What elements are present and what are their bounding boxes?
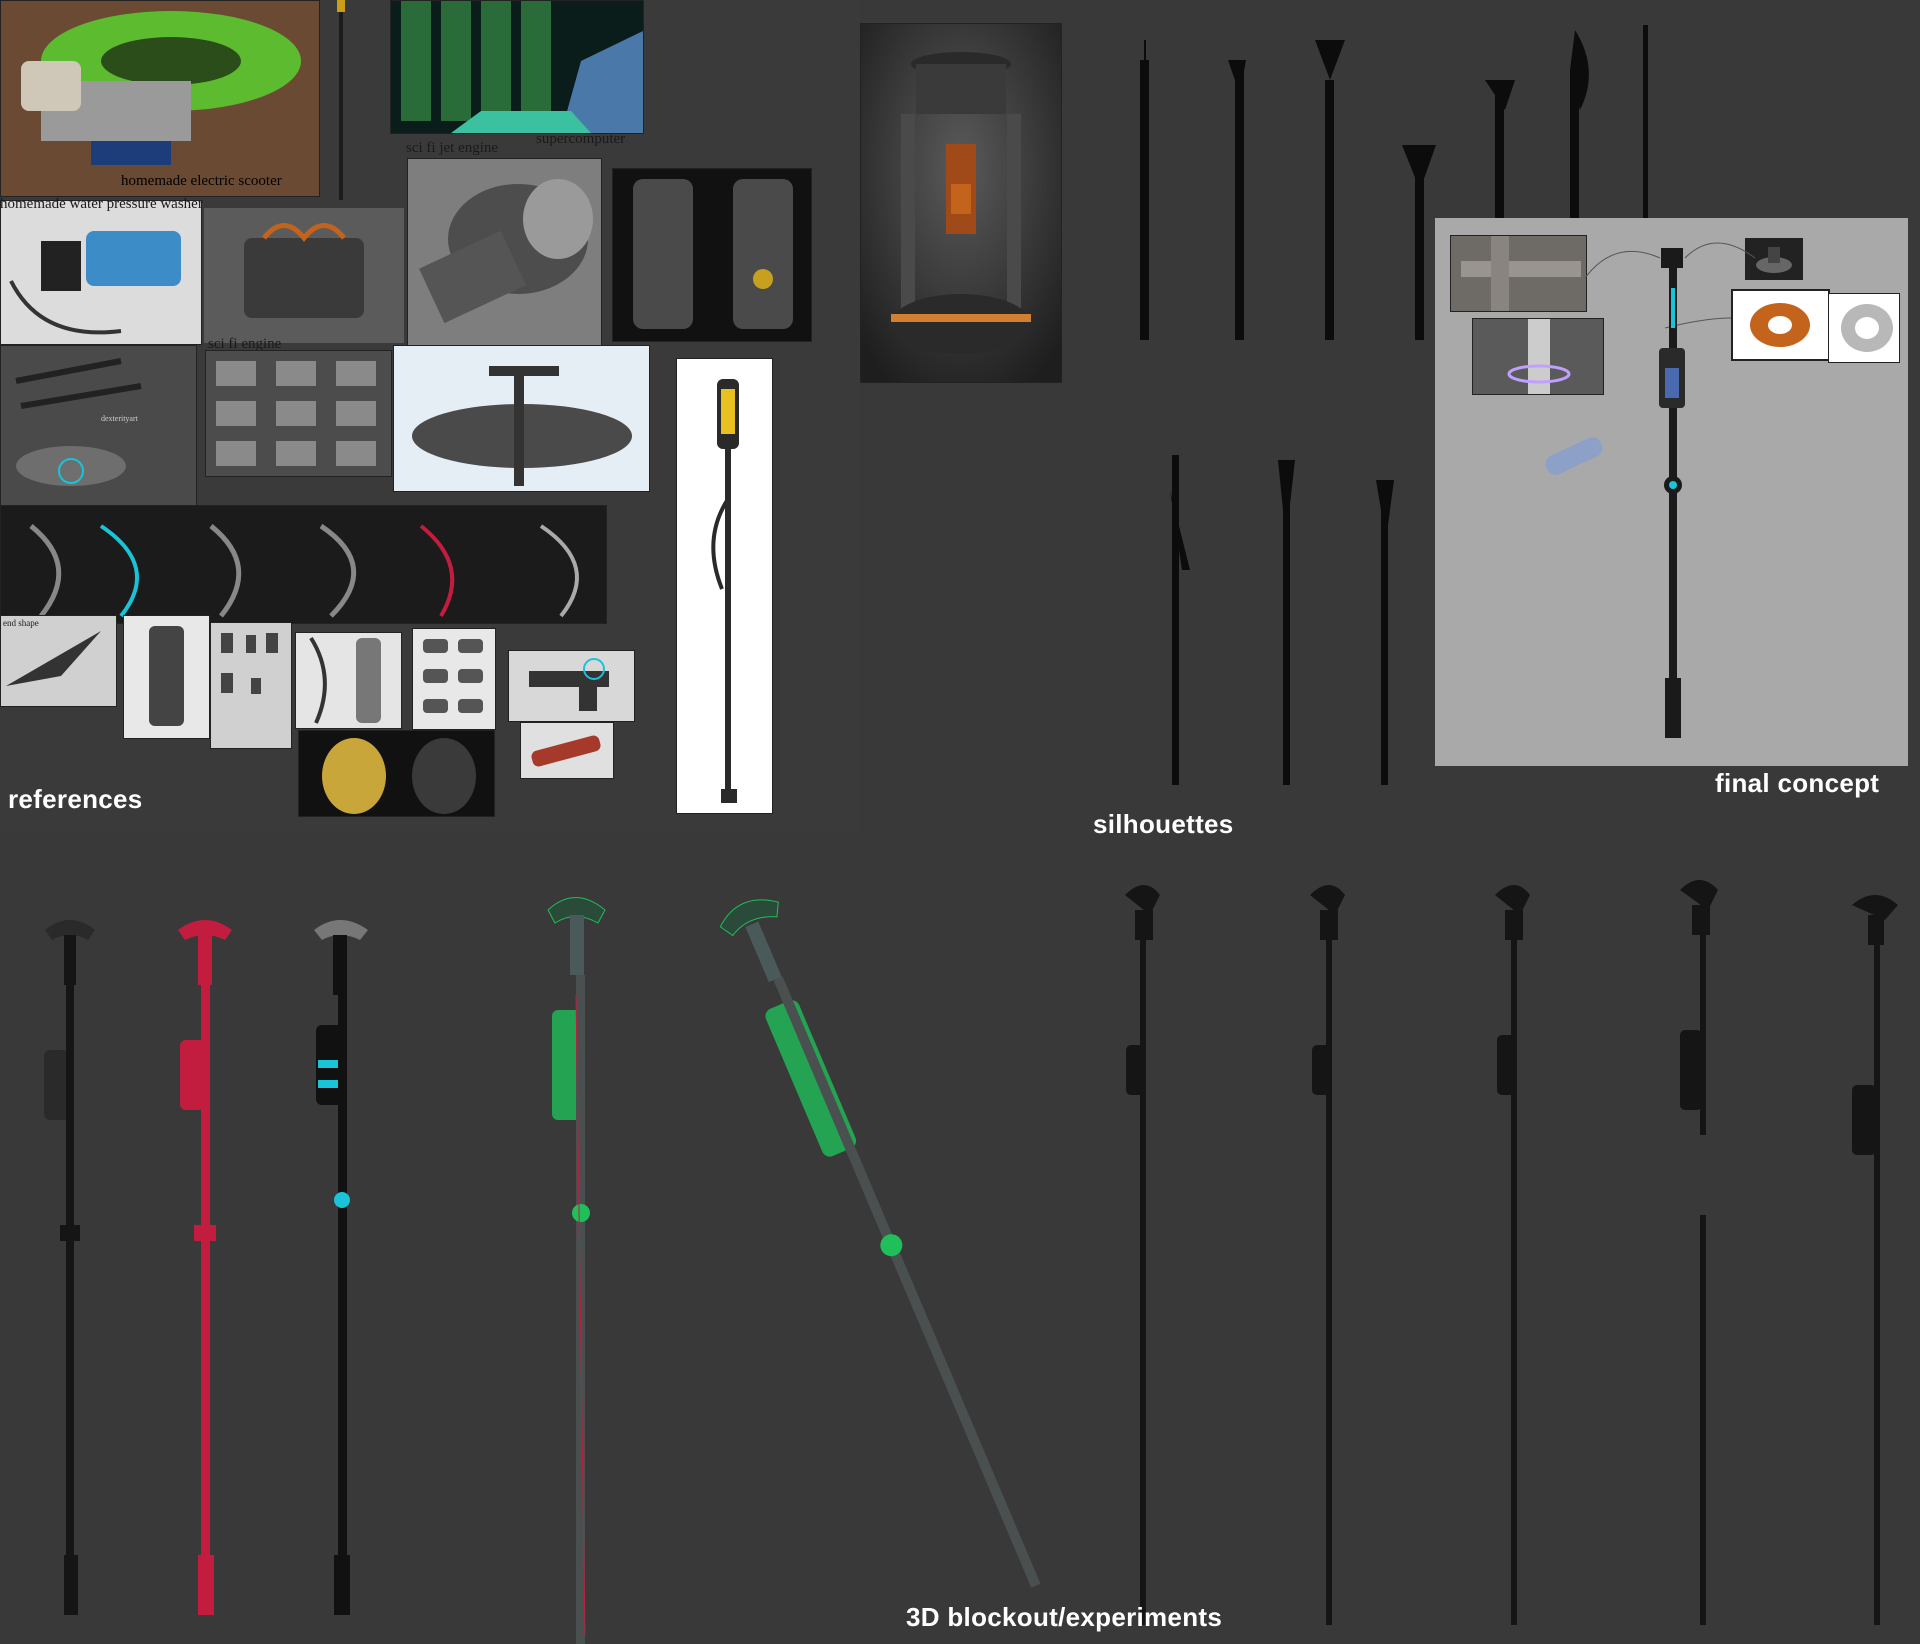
caption-sci-fi-engine: sci fi engine (208, 336, 282, 352)
blockout-staffs (44, 880, 1898, 1644)
ref-bows-strip (0, 505, 607, 624)
ref-welding-photo (1472, 318, 1604, 395)
ref-parts-sheet-photo (210, 622, 292, 749)
blockout-staff-black-3 (1310, 885, 1345, 1625)
scooter-illustration (1, 1, 319, 196)
references-panel: homemade electric scooter sci fi jet eng… (0, 0, 860, 830)
ref-knives-photo: dexterityart (0, 345, 197, 507)
caption-supercomputer: supercomputer (536, 131, 626, 147)
blockout-staff-green-diagonal (719, 899, 1041, 1588)
silhouettes-panel (1080, 0, 1440, 840)
ref-robot-legs-photo (612, 168, 812, 342)
blockout-title: 3D blockout/experiments (906, 1602, 1223, 1632)
caption-scooter: homemade electric scooter (121, 173, 282, 189)
caption-end-shape: end shape (3, 618, 39, 628)
blockout-panel (0, 835, 1920, 1644)
ref-duct-tape-photo (1828, 293, 1900, 363)
ref-attachments-photo (412, 628, 496, 730)
ref-canister-photo (1539, 426, 1609, 486)
blockout-staff-red (178, 920, 232, 1615)
ref-grip-photo (295, 632, 402, 729)
silhouettes-bottom-row (1150, 450, 1470, 790)
ref-engine-grid-photo (205, 350, 392, 477)
ref-supercomputer-photo (390, 0, 644, 134)
caption-pressure-washer: homemade water pressure washer (0, 196, 203, 212)
ref-copper-coil-photo (1731, 289, 1830, 361)
ref-helmets-photo (298, 730, 495, 817)
ref-bracer-photo (123, 615, 210, 739)
ref-lantern-photo (860, 23, 1062, 383)
references-title: references (8, 784, 143, 814)
ref-thin-staff (330, 0, 352, 200)
ref-pressure-washer-photo (0, 200, 202, 345)
blockout-staff-black-6 (1852, 895, 1898, 1625)
blockout-staff-black-5 (1680, 880, 1718, 1625)
ref-gun-pod-photo (393, 345, 650, 492)
ref-jet-engine-photo (407, 158, 602, 350)
ref-arrowhead-photo: end shape (0, 615, 117, 707)
ref-staff-concept-photo (676, 358, 773, 814)
blockout-staff-cyan (314, 920, 368, 1615)
ref-pistol-photo (508, 650, 635, 722)
blockout-staff-black-2 (1125, 885, 1160, 1625)
ref-engine-block-photo (204, 208, 404, 343)
caption-jet-engine: sci fi jet engine (406, 140, 499, 156)
blockout-staff-black-4 (1495, 885, 1530, 1625)
ref-welded-frame-photo (1450, 235, 1587, 312)
blockout-staff-green (547, 897, 606, 1644)
blockout-staff-black-1 (44, 920, 95, 1615)
caption-artist: dexterityart (101, 414, 138, 423)
silhouettes-panel-right (1440, 0, 1670, 230)
final-concept-panel (1435, 218, 1908, 766)
ref-gadget-photo (520, 722, 614, 779)
final-concept-title: final concept (1715, 768, 1880, 798)
ref-small-lantern-photo (1745, 238, 1803, 280)
silhouette-row-top (1140, 40, 1436, 340)
silhouettes-title: silhouettes (1093, 809, 1234, 839)
ref-electric-scooter-photo: homemade electric scooter (0, 0, 320, 197)
